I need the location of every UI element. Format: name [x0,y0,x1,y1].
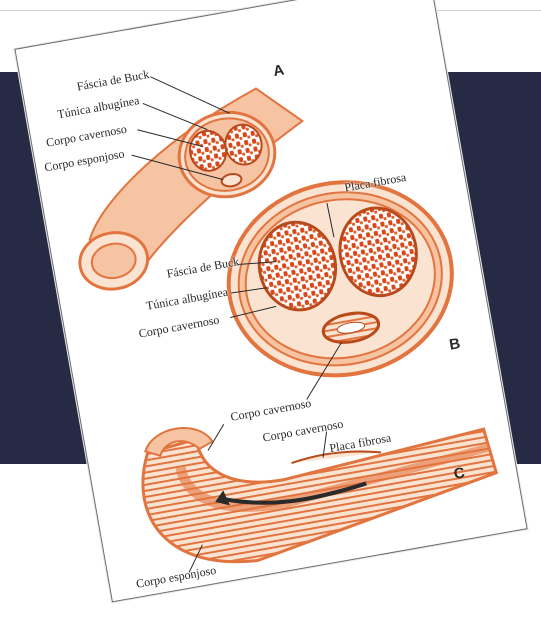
panel-b-drawing [210,165,470,410]
illustration-content: Fáscia de Buck Túnica albugínea Corpo ca… [16,0,527,601]
panel-c-drawing [133,375,504,578]
